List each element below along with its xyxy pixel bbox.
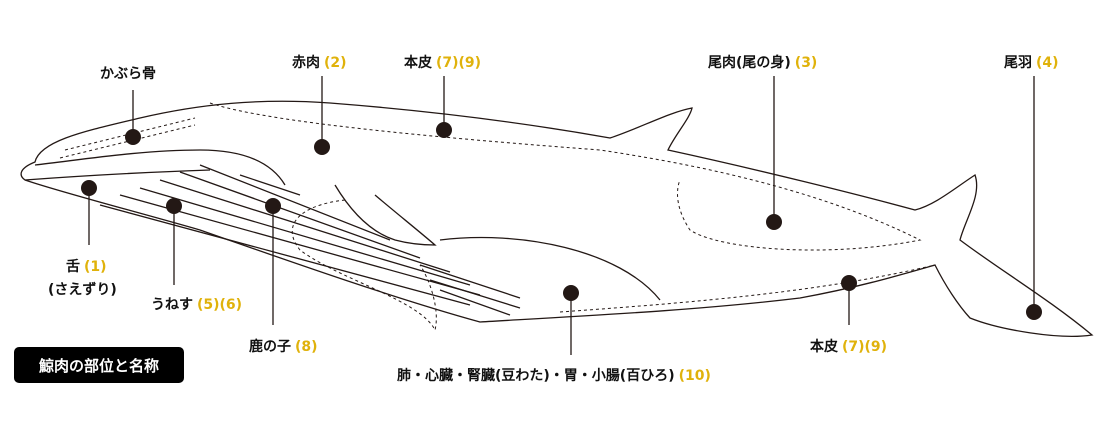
marker-akami (314, 139, 330, 155)
label-shita: 舌(1) (66, 256, 107, 276)
marker-naizou (563, 285, 579, 301)
label-honkawa-top: 本皮(7)(9) (404, 52, 481, 72)
marker-honkawa-top (436, 122, 452, 138)
label-kanoko: 鹿の子(8) (249, 336, 318, 356)
label-text: うねす (151, 297, 193, 313)
label-text: 本皮 (810, 339, 838, 355)
label-text: 鹿の子 (249, 339, 291, 355)
label-honkawa-bottom: 本皮(7)(9) (810, 336, 887, 356)
label-unesu: うねす(5)(6) (151, 294, 242, 314)
label-number: (3) (794, 55, 818, 71)
label-text: 尾羽 (1004, 55, 1032, 71)
label-text: 赤肉 (292, 55, 320, 71)
label-text: (さえずり) (48, 282, 117, 298)
label-text: 尾肉(尾の身) (708, 55, 791, 71)
marker-honkawa-bottom (841, 275, 857, 291)
label-number: (7)(9) (436, 55, 482, 71)
label-naizou: 肺・心臓・腎臓(豆わた)・胃・小腸(百ひろ)(10) (397, 365, 711, 385)
diagram-title: 鯨肉の部位と名称 (14, 347, 184, 383)
label-number: (7)(9) (842, 339, 888, 355)
label-text: 肺・心臓・腎臓(豆わた)・胃・小腸(百ひろ) (397, 368, 675, 384)
marker-kabura (125, 129, 141, 145)
label-akami: 赤肉(2) (292, 52, 347, 72)
label-text: 舌 (66, 259, 80, 275)
label-text: かぶら骨 (100, 66, 156, 82)
label-obane: 尾羽(4) (1004, 52, 1059, 72)
label-shita-sub: (さえずり) (48, 279, 117, 299)
marker-shita (81, 180, 97, 196)
label-number: (8) (295, 339, 318, 355)
label-number: (1) (84, 259, 107, 275)
pectoral-fin (334, 184, 437, 246)
marker-unesu (166, 198, 182, 214)
label-number: (10) (678, 368, 711, 384)
label-text: 本皮 (404, 55, 432, 71)
marker-obane (1026, 304, 1042, 320)
label-kabura: かぶら骨 (100, 63, 156, 83)
label-number: (2) (324, 55, 347, 71)
label-number: (5)(6) (197, 297, 243, 313)
marker-kanoko (265, 198, 281, 214)
marker-onomi (766, 214, 782, 230)
label-onomi: 尾肉(尾の身)(3) (708, 52, 817, 72)
label-number: (4) (1036, 55, 1059, 71)
